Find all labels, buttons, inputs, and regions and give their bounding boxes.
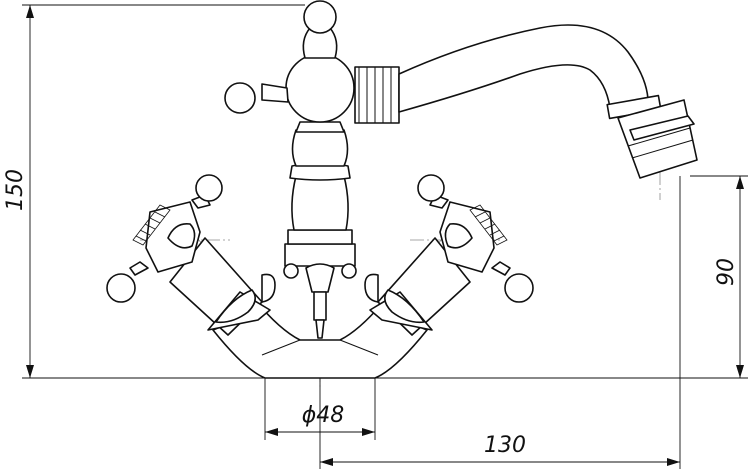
total-height-label: 150 [3,169,28,211]
central-column [224,0,357,339]
spout-height-label: 90 [714,258,739,286]
spout-reach-label: 130 [484,433,526,458]
dimension-spout-reach [319,176,681,469]
spout [354,24,698,179]
right-valve [364,174,534,336]
dimension-spout-height [375,175,748,379]
left-valve [106,174,276,336]
dimension-total-height [22,4,305,379]
base-diameter-label: ϕ48 [302,403,345,428]
